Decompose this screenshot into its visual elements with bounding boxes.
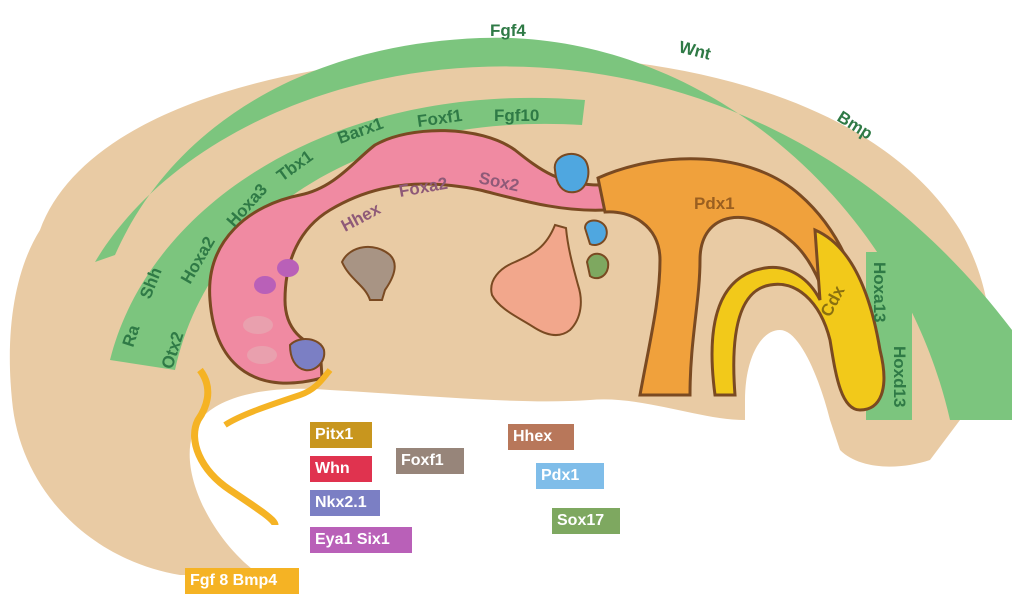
pouch-2 bbox=[277, 259, 299, 277]
legend-fgf8-bmp4: Fgf 8 Bmp4 bbox=[185, 568, 299, 594]
legend-eya1-six1: Eya1 Six1 bbox=[310, 527, 412, 553]
legend-nkx21: Nkx2.1 bbox=[310, 490, 380, 516]
pouch-3 bbox=[243, 316, 273, 334]
outer-arc-label-fgf4: Fgf4 bbox=[490, 21, 526, 40]
sox17-bud bbox=[587, 254, 608, 278]
legend-hhex: Hhex bbox=[508, 424, 574, 450]
pouch-4 bbox=[247, 346, 277, 364]
outer-arc-label-wnt: Wnt bbox=[677, 37, 713, 63]
posterior-label-hoxd13: Hoxd13 bbox=[890, 346, 909, 407]
legend-pdx1: Pdx1 bbox=[536, 463, 604, 489]
inner-arc-label-fgf10: Fgf10 bbox=[494, 106, 539, 125]
legend-whn: Whn bbox=[310, 456, 372, 482]
legend-sox17: Sox17 bbox=[552, 508, 620, 534]
gut-label-pdx1: Pdx1 bbox=[694, 194, 735, 213]
legend-pitx1: Pitx1 bbox=[310, 422, 372, 448]
pouch-1 bbox=[254, 276, 276, 294]
posterior-label-hoxa13: Hoxa13 bbox=[870, 262, 889, 322]
legend-foxf1: Foxf1 bbox=[396, 448, 464, 474]
hhex-liver-bud bbox=[555, 154, 589, 192]
pdx1-bud bbox=[585, 221, 607, 246]
